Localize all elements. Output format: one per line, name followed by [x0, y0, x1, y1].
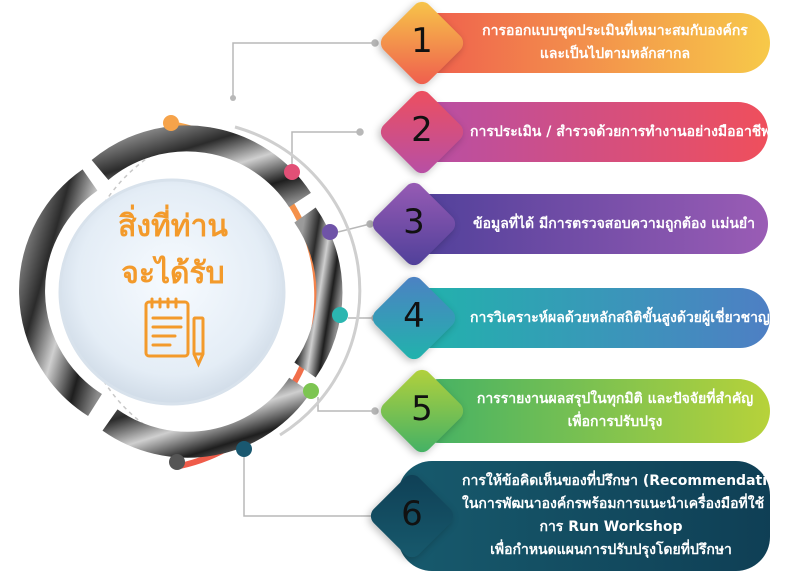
connector-line	[232, 42, 375, 98]
connector-end-dot	[371, 39, 379, 47]
marker-dot-6	[236, 441, 252, 457]
metal-ring	[19, 125, 343, 458]
item-text-line: ข้อมูลที่ได้ มีการตรวจสอบความถูกต้อง แม่…	[473, 215, 755, 232]
item-text-line: การรายงานผลสรุปในทุกมิติ และปัจจัยที่สำค…	[476, 391, 754, 407]
arc-end-dot-bottom	[169, 454, 185, 470]
item-text-line: การวิเคราะห์ผลด้วยหลักสถิติขั้นสูงด้วยผู…	[470, 309, 770, 326]
item-number: 1	[411, 21, 433, 61]
grey-outer-arc	[234, 125, 362, 437]
connector-line	[243, 457, 380, 517]
item-text: การประเมิน / สำรวจด้วยการทำงานอย่างมืออา…	[470, 121, 771, 144]
marker-dot-3	[322, 224, 338, 240]
marker-dot-5	[303, 383, 319, 399]
item-number: 2	[411, 110, 433, 150]
benefit-pill	[400, 194, 768, 254]
benefit-pill	[408, 379, 770, 443]
item-text-line: การประเมิน / สำรวจด้วยการทำงานอย่างมืออา…	[470, 123, 771, 140]
center-disc	[58, 178, 286, 406]
arc-end-dot-top	[163, 115, 179, 131]
benefit-pill	[400, 288, 770, 348]
item-text-line: เพื่อการปรับปรุง	[567, 414, 663, 430]
center-title-line-2: จะได้รับ	[121, 256, 225, 291]
connector-end-dot	[371, 407, 379, 415]
center-title-line-1: สิ่งที่ท่าน	[118, 209, 228, 244]
item-number: 5	[411, 389, 433, 429]
item-number: 3	[403, 202, 425, 242]
connector-line	[291, 131, 360, 164]
item-text-line: การ Run Workshop	[539, 519, 683, 535]
item-text: การออกแบบชุดประเมินที่เหมาะสมกับองค์กรแล…	[470, 20, 760, 66]
item-text: ข้อมูลที่ได้ มีการตรวจสอบความถูกต้อง แม่…	[470, 213, 758, 236]
item-text-line: และเป็นไปตามหลักสากล	[539, 46, 691, 62]
item-text-line: ในการพัฒนาองค์กรพร้อมการแนะนำเครื่องมือท…	[462, 496, 765, 512]
marker-dot-1	[230, 95, 236, 101]
item-text: การให้ข้อคิดเห็นของที่ปรึกษา (Recommenda…	[462, 470, 794, 562]
connector-line	[337, 223, 371, 233]
marker-dot-2	[284, 164, 300, 180]
benefit-pill	[398, 461, 770, 571]
item-text-line: เพื่อกำหนดแผนการปรับปรุงโดยที่ปรึกษา	[490, 542, 732, 558]
item-text-line: การออกแบบชุดประเมินที่เหมาะสมกับองค์กร	[482, 23, 748, 39]
marker-dot-4	[332, 307, 348, 323]
notepad-pencil-icon	[144, 297, 205, 368]
item-number: 4	[403, 296, 425, 336]
connector-line	[317, 397, 375, 412]
benefit-pill	[408, 13, 770, 73]
item-text: การวิเคราะห์ผลด้วยหลักสถิติขั้นสูงด้วยผู…	[470, 307, 770, 330]
benefit-pill	[408, 102, 768, 162]
item-text-line: การให้ข้อคิดเห็นของที่ปรึกษา (Recommenda…	[462, 473, 794, 489]
item-number: 6	[401, 494, 423, 534]
item-text: การรายงานผลสรุปในทุกมิติ และปัจจัยที่สำค…	[470, 388, 760, 434]
connector-end-dot	[356, 128, 364, 136]
